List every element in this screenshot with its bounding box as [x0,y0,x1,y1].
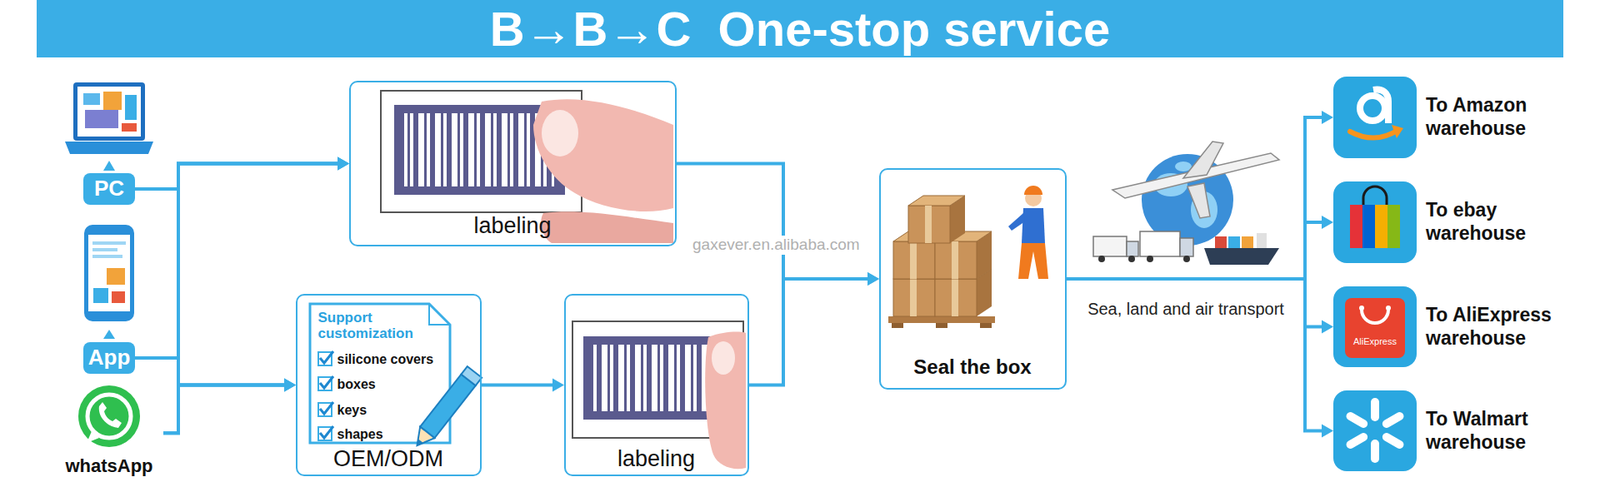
hand [533,99,674,244]
arrowhead [552,379,565,393]
cartons [888,195,995,329]
connector [481,379,565,393]
connector [1066,215,1334,280]
connector-line [1066,117,1324,280]
title: B→B→C One-stop service [36,0,1564,58]
connector-line [163,385,286,435]
arrowhead [1321,110,1334,125]
process-box: Seal the box [879,168,1067,390]
node-text: OEM/ODM [295,445,482,473]
walmart-icon [1333,390,1417,472]
process-box: labeling [349,80,677,247]
node-text: To ebay warehouse [1425,199,1575,245]
arrowhead [284,379,296,393]
node-text: PC [83,175,135,202]
platform-badge: App [83,342,135,375]
whatsapp-node: whatsApp [55,385,164,481]
connector [135,157,350,360]
amazon-icon [1333,76,1417,159]
arrowhead [337,157,350,171]
connector [1066,279,1334,439]
phone-icon [84,225,135,340]
connector-line [135,164,340,360]
watermark: gaxever.en.alibaba.com [690,235,863,255]
connector-line [676,164,870,280]
node-text: Support customization [318,310,444,343]
connector-line [135,358,286,385]
node-text: Seal the box [879,355,1067,380]
logo-text: AliExpress [1345,336,1405,348]
connector-line [1066,279,1324,432]
process-box: labeling [564,294,750,477]
node-text: To AliExpress warehouse [1425,304,1575,350]
pencil [410,366,482,452]
arrowhead [867,272,880,286]
checkboxes [318,351,334,441]
connector [135,189,296,392]
node-text: App [83,345,135,371]
connector-line [1066,222,1324,280]
connector [749,272,880,386]
connector [1066,110,1334,280]
transport-illustration [1093,141,1280,265]
connector-line [481,384,555,388]
node-text: shapes [337,426,421,443]
arrowhead [284,379,296,393]
ebay-icon [1333,181,1417,264]
destination-node: To Walmart warehouse [1333,390,1580,472]
arrowhead [337,157,350,171]
node-text: boxes [337,376,421,393]
node-text: whatsApp [55,455,164,478]
connector-line [163,164,340,435]
destination-node: To AliExpress warehouse [1333,286,1580,368]
laptop-icon [65,82,154,171]
arrowhead [1321,425,1334,439]
connector-line [749,279,870,386]
destination-node: To Amazon warehouse [1333,76,1580,159]
node-text: labeling [349,212,677,240]
edge-label: Sea, land and air transport [1085,299,1287,320]
arrowhead [867,272,880,286]
connector [163,379,296,435]
arrowhead [284,379,296,393]
connector-line [135,164,340,190]
arrowhead [337,157,350,171]
connector [135,157,350,190]
whatsapp-icon [78,385,140,448]
node-text: To Walmart warehouse [1425,408,1575,455]
node-text: labeling [564,445,750,473]
arrowhead [1321,215,1334,230]
title-band [36,0,1564,58]
worker [1008,185,1049,280]
connector-line [135,189,286,385]
process-box: Support customization silicone covers boxe… [295,294,482,477]
node-text: To Amazon warehouse [1425,94,1575,140]
hand [705,332,746,470]
arrowhead [1321,320,1334,335]
connector-line [1066,279,1324,328]
connector [676,164,880,287]
destination-node: To ebay warehouse [1333,181,1580,264]
platform-badge: PC [83,173,135,205]
aliexpress-icon [1333,286,1417,368]
node-text: keys [337,402,421,419]
node-text: silicone covers [337,351,463,368]
connector [1066,279,1334,335]
